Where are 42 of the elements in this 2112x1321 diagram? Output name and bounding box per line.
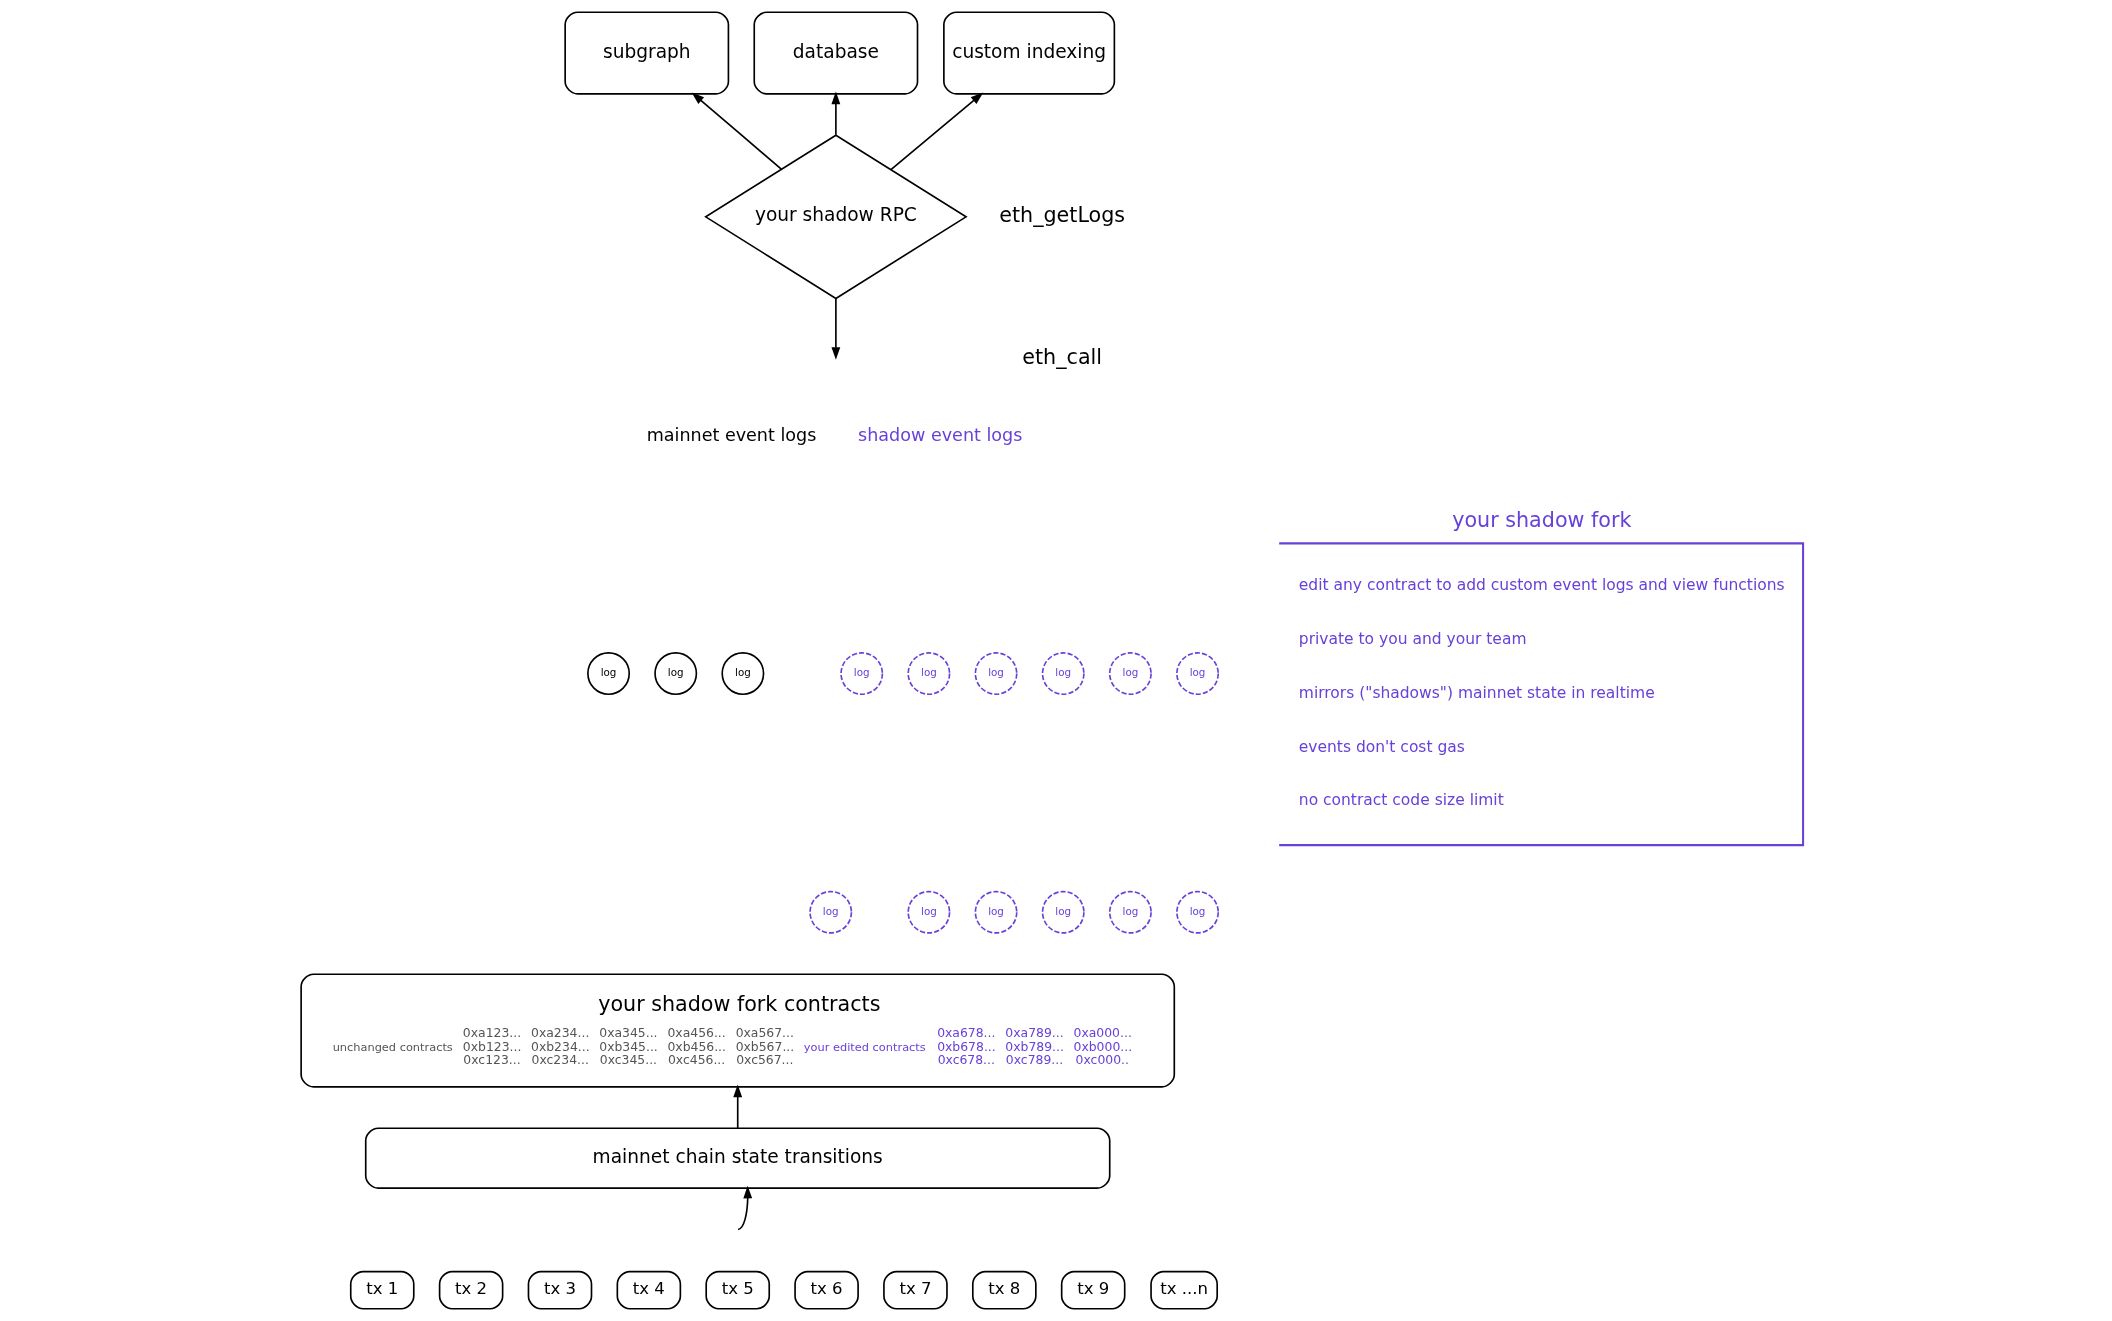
arrow xyxy=(889,92,983,171)
node-diamond: your shadow RPC xyxy=(703,134,968,300)
node-circle: log xyxy=(839,652,883,696)
node-circle: log xyxy=(974,890,1018,934)
node-box: tx 1 xyxy=(349,1270,415,1310)
node-text: your shadow fork edit any contract to add custom event logs and view functions private to you and your team mirrors ("shadows") mainnet state in realtime events don't cost gas no contract code size limit xyxy=(1298,507,1785,810)
node-label: eth_call xyxy=(1021,344,1102,369)
node-circle: log xyxy=(906,890,950,934)
node-box: mainnet chain state transitions xyxy=(364,1127,1111,1189)
node-circle: log xyxy=(974,652,1018,696)
node-box: tx 4 xyxy=(616,1270,681,1310)
node-circle: log xyxy=(720,652,764,696)
node-box: tx 7 xyxy=(882,1270,948,1310)
node-circle: log xyxy=(1175,652,1219,696)
node-circle: log xyxy=(1041,890,1085,934)
node-box: tx ...n xyxy=(1149,1270,1218,1310)
node-box: tx 2 xyxy=(438,1270,503,1310)
node-box: your shadow fork contracts unchanged contracts 0xa123... 0xb123... 0xc123... 0xa234... 0xb234... 0xc234... 0xa345... 0xb345... 0xc345... 0xa456... 0xb456... 0xc456... 0xa567... 0xb567... 0xc567... your edited contracts 0xa678... 0xb678... 0xc678... 0xa789... 0xb789... 0xc789... 0xa000... 0xb000... 0xc000.. xyxy=(299,973,1175,1088)
node-box: custom indexing xyxy=(942,11,1115,95)
node-circle: log xyxy=(1108,890,1152,934)
arrow xyxy=(691,92,782,170)
node-circle: log xyxy=(906,652,950,696)
node-circle: log xyxy=(653,652,697,696)
node-box: tx 6 xyxy=(793,1270,859,1310)
label: mainnet event logs xyxy=(646,425,816,446)
node-circle: log xyxy=(586,652,630,696)
arrow xyxy=(830,297,840,360)
node-box: subgraph xyxy=(563,11,729,95)
node-label: eth_getLogs xyxy=(998,202,1125,227)
node-box: tx 3 xyxy=(527,1270,592,1310)
node-box: tx 9 xyxy=(1060,1270,1126,1310)
arrow xyxy=(732,1084,742,1129)
node-box: database xyxy=(752,11,918,95)
node-box: tx 5 xyxy=(704,1270,770,1310)
arrow xyxy=(736,1185,752,1231)
node-circle: log xyxy=(1175,890,1219,934)
arrow xyxy=(830,91,840,136)
node-circle: log xyxy=(1041,652,1085,696)
node-circle: log xyxy=(808,890,852,934)
node-circle: log xyxy=(1108,652,1152,696)
node-box: tx 8 xyxy=(971,1270,1037,1310)
label: shadow event logs xyxy=(857,425,1022,446)
